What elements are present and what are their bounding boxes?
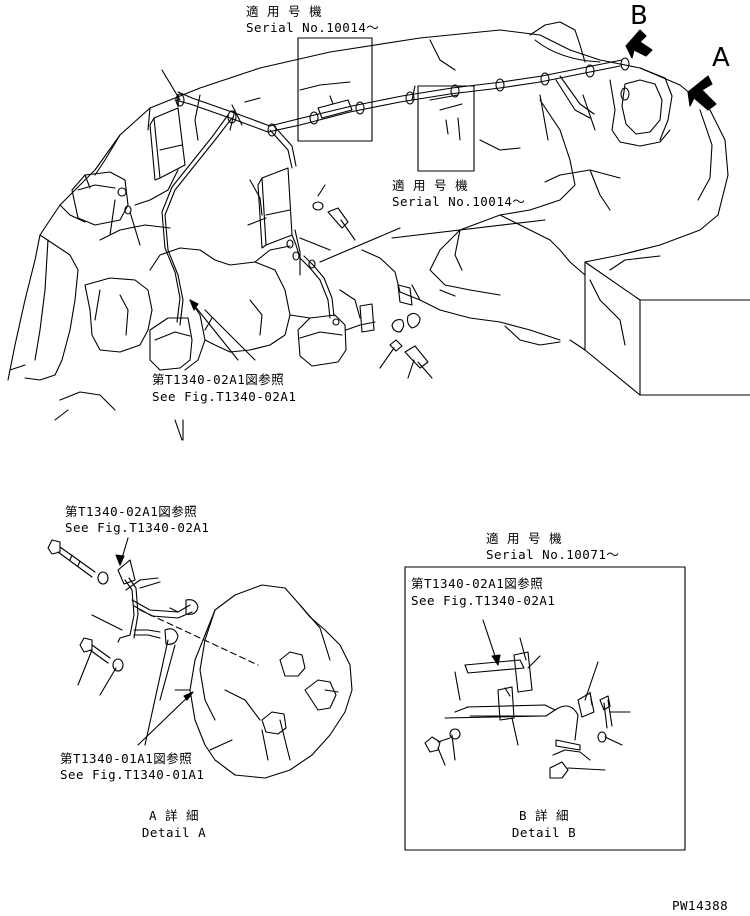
serial-mid-en: Serial No.10014～: [392, 194, 526, 209]
main-view-fasteners: [117, 187, 433, 379]
serial-b-en: Serial No.10071～: [486, 547, 620, 562]
detail-a-drum: [139, 584, 353, 779]
main-view-leaders: [109, 69, 596, 441]
serial-mid-jp: 適 用 号 機: [392, 178, 469, 193]
see-fig-a-top-jp: 第T1340-02A1図参照: [65, 504, 198, 519]
view-a-letter: A: [712, 43, 730, 73]
serial-zone-boxes: [297, 37, 475, 172]
see-fig-main-jp: 第T1340-02A1図参照: [152, 372, 285, 387]
lower-reservoir-tank: [297, 314, 347, 367]
detail-b-arrowhead: [491, 654, 501, 666]
detail-b-parts: [424, 651, 613, 779]
main-leader-arrowhead: [189, 299, 199, 311]
see-fig-a-bottom-jp: 第T1340-01A1図参照: [60, 751, 193, 766]
serial-top-en: Serial No.10014～: [246, 20, 380, 35]
detail-a-en: Detail A: [141, 825, 207, 840]
serial-b-jp: 適 用 号 機: [486, 531, 563, 546]
view-b-arrow: [625, 29, 653, 59]
detail-b-en: Detail B: [511, 825, 577, 840]
machine-body-outline: [7, 21, 729, 441]
drawing-number: PW14388: [672, 898, 729, 913]
mid-cylinder: [257, 167, 293, 249]
see-fig-a-top-en: See Fig.T1340-02A1: [65, 520, 210, 535]
view-a-arrow: [687, 75, 717, 111]
detail-a-fasteners: [47, 539, 124, 672]
see-fig-b-en: See Fig.T1340-02A1: [411, 593, 556, 608]
counterweight-box: [504, 255, 750, 396]
detail-b-leaders: [437, 619, 631, 771]
detail-b-frame: [404, 566, 686, 851]
see-fig-a-bottom-en: See Fig.T1340-01A1: [60, 767, 205, 782]
detail-a-piping: [117, 559, 199, 645]
detail-a-arrowhead-2: [183, 691, 194, 701]
see-fig-b-jp: 第T1340-02A1図参照: [411, 576, 544, 591]
see-fig-main-en: See Fig.T1340-02A1: [152, 389, 297, 404]
hose-lines: [134, 59, 623, 331]
detail-a-jp: A 詳 細: [148, 808, 200, 823]
serial-top-jp: 適 用 号 機: [246, 4, 323, 19]
view-b-letter: B: [630, 1, 648, 31]
left-reservoir-tank: [71, 171, 129, 226]
detail-b-jp: B 詳 細: [518, 808, 570, 823]
detail-a-arrowhead: [115, 554, 125, 566]
left-pump: [149, 317, 193, 371]
left-cylinder: [149, 107, 186, 181]
hose-clamps: [175, 57, 630, 137]
